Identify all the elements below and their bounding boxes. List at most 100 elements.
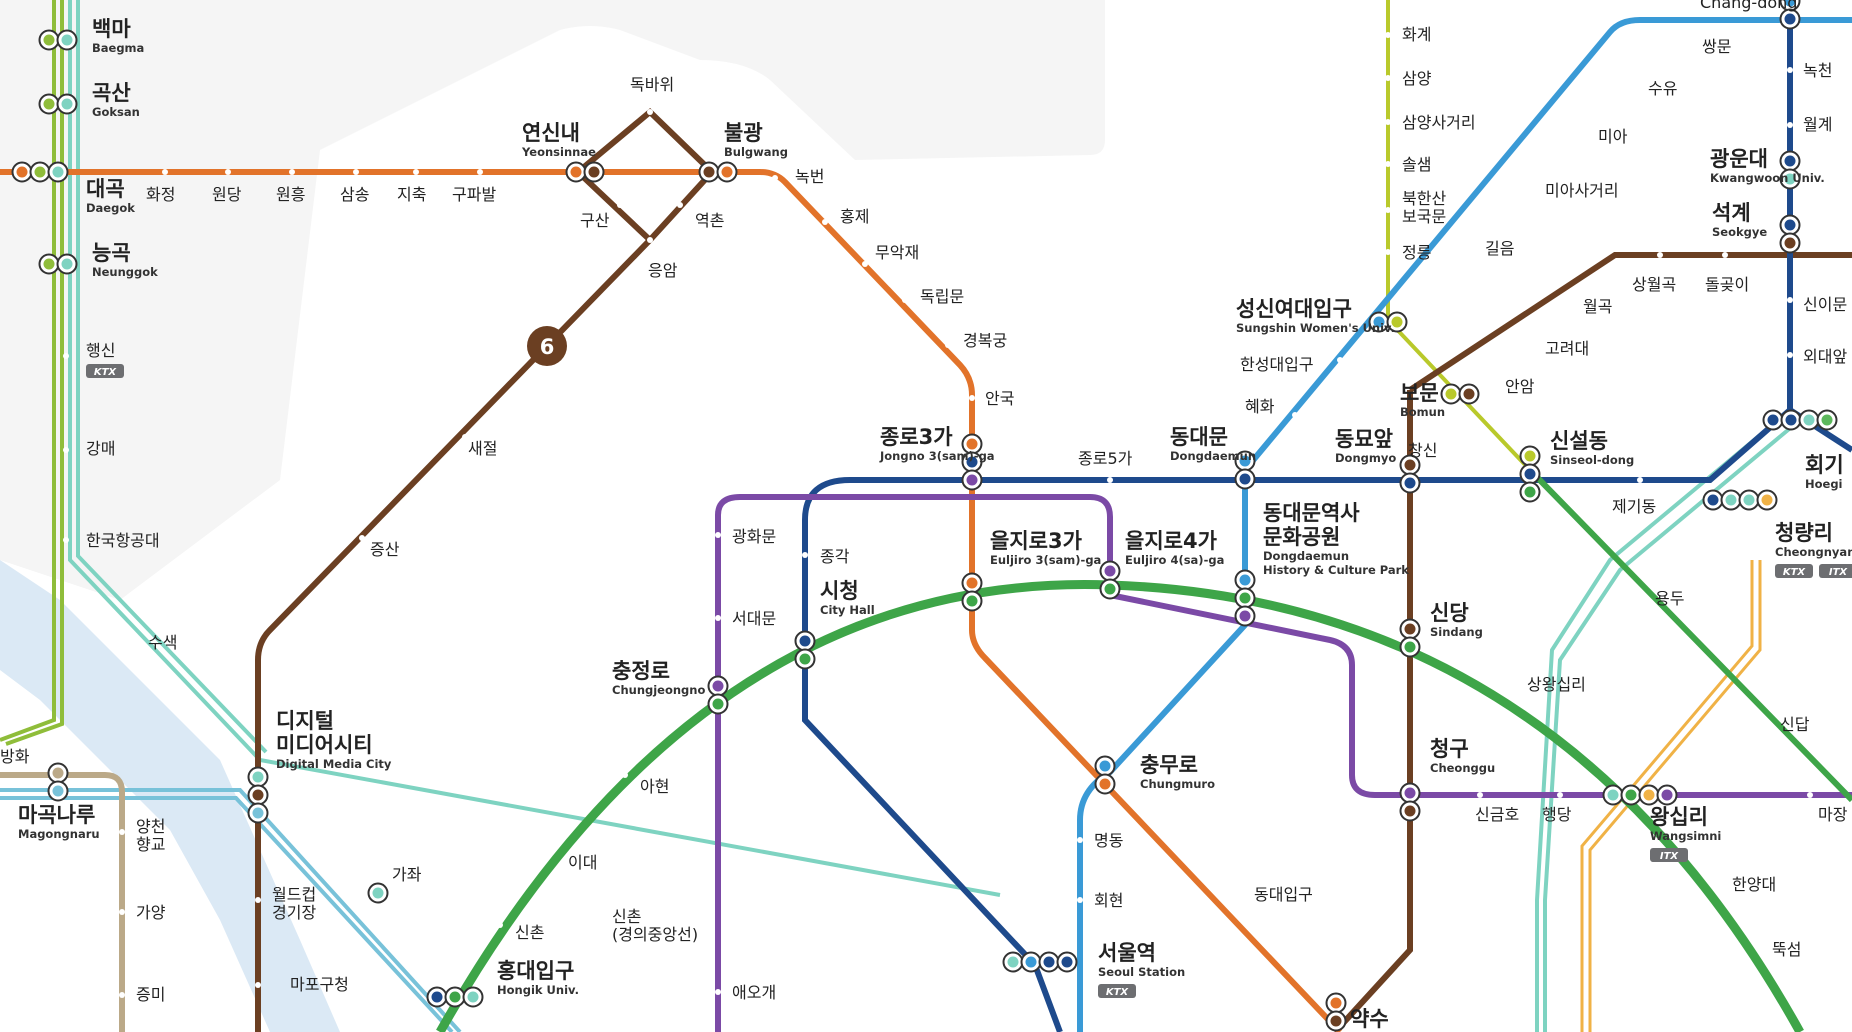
station-gangmae[interactable]: 강매 (63, 439, 115, 458)
station-gireum[interactable]: 길음 (1437, 239, 1514, 258)
station-ahyeon[interactable]: 아현 (622, 772, 669, 796)
station-gupabal[interactable]: 구파발 (452, 169, 496, 204)
station-hwajeong[interactable]: 화정 (146, 169, 175, 204)
station-majang[interactable]: 마장 (1807, 792, 1848, 824)
station-dongdaeipgu[interactable]: 동대입구 (1232, 885, 1313, 904)
station-yeokchon[interactable]: 역촌 (677, 202, 724, 230)
station-eungam[interactable]: 응암 (647, 237, 678, 280)
station-idae[interactable]: 이대 (549, 847, 597, 872)
station-cheongnyangni[interactable]: 청량리CheongnyangniKTXITX (1702, 489, 1852, 579)
station-hansung[interactable]: 한성대입구 (1240, 355, 1343, 374)
station-mapogucheong[interactable]: 마포구청 (255, 975, 349, 994)
station-yaksu[interactable]: 약수 (1325, 992, 1389, 1032)
station-hwagye[interactable]: 화계 (1385, 25, 1431, 44)
station-sindap[interactable]: 신답 (1777, 712, 1810, 734)
station-dongnimmun[interactable]: 독립문 (902, 287, 964, 306)
station-gorae[interactable]: 고려대 (1537, 327, 1589, 358)
station-sinimun[interactable]: 신이문 (1787, 295, 1847, 314)
station-jeungmi[interactable]: 증미 (119, 985, 165, 1004)
station-oedae[interactable]: 외대앞 (1787, 347, 1847, 366)
station-jongno5[interactable]: 종로5가 (1078, 449, 1133, 483)
station-hangukhanggongdae[interactable]: 한국항공대 (63, 531, 160, 550)
station-gwanghwamun[interactable]: 광화문 (715, 527, 776, 546)
station-changsin[interactable]: 창신 (1408, 417, 1443, 460)
station-saejeol[interactable]: 새절 (462, 434, 497, 458)
station-jichuk[interactable]: 지축 (397, 169, 426, 204)
station-jeongneung[interactable]: 정릉 (1385, 243, 1431, 262)
station-sanggwolgok[interactable]: 상월곡 (1632, 252, 1676, 294)
station-sangwangsimni[interactable]: 상왕십리 (1512, 675, 1586, 703)
station-gusan[interactable]: 구산 (580, 202, 623, 230)
station-hyehwa[interactable]: 혜화 (1245, 397, 1298, 418)
station-jeungsan[interactable]: 증산 (359, 535, 400, 559)
station-muakjae[interactable]: 무악재 (862, 243, 919, 267)
station-nokcheon[interactable]: 녹천 (1787, 61, 1832, 80)
station-dolgoji[interactable]: 돌곶이 (1705, 252, 1749, 294)
station-hangyangdae[interactable]: 한양대 (1732, 875, 1776, 894)
station-sinchon_gu[interactable]: 신촌(경의중앙선) (612, 890, 698, 944)
station-anam[interactable]: 안암 (1492, 367, 1535, 396)
station-samyang[interactable]: 삼양 (1385, 69, 1432, 88)
station-susaek[interactable]: 수색 (137, 633, 177, 658)
station-aeogae[interactable]: 애오개 (715, 983, 776, 1002)
station-wondang[interactable]: 원당 (212, 169, 242, 204)
station-ssangmun[interactable]: 쌍문 (1687, 27, 1731, 56)
station-wolgok[interactable]: 월곡 (1562, 297, 1612, 316)
station-gajwa[interactable]: 가좌 (367, 865, 422, 904)
station-ttukseom[interactable]: 뚝섬 (1772, 940, 1801, 959)
station-nokbeon[interactable]: 녹번 (772, 167, 824, 186)
station-suyu[interactable]: 수유 (1635, 74, 1677, 98)
station-miasageori[interactable]: 미아사거리 (1522, 181, 1619, 200)
station-changdong[interactable]: Chang-dong (1700, 0, 1801, 30)
station-mia[interactable]: 미아 (1577, 122, 1628, 146)
station-gayang[interactable]: 가양 (119, 903, 166, 922)
station-sinchon[interactable]: 신촌 (497, 922, 544, 942)
station-myeongdong[interactable]: 명동 (1077, 831, 1123, 850)
line-6-badge[interactable]: 6 (527, 326, 567, 366)
station-yongdu[interactable]: 용두 (1655, 587, 1684, 608)
station-wolgye[interactable]: 월계 (1787, 115, 1832, 134)
station-seodaemun[interactable]: 서대문 (715, 609, 776, 628)
station-wonheung[interactable]: 원흥 (276, 169, 305, 204)
station-haengdang[interactable]: 행당 (1542, 792, 1572, 824)
station-hongje[interactable]: 홍제 (822, 207, 869, 226)
station-singeumho[interactable]: 신금호 (1475, 792, 1519, 824)
station-jonggak[interactable]: 종각 (802, 547, 850, 566)
station-banghwa[interactable]: 방화 (0, 747, 30, 766)
station-samyangsageori[interactable]: 삼양사거리 (1385, 113, 1476, 132)
station-anguk[interactable]: 안국 (969, 389, 1014, 408)
station-gyeongbokgung[interactable]: 경복궁 (945, 331, 1007, 350)
station-hoehyeon[interactable]: 회현 (1077, 891, 1123, 910)
